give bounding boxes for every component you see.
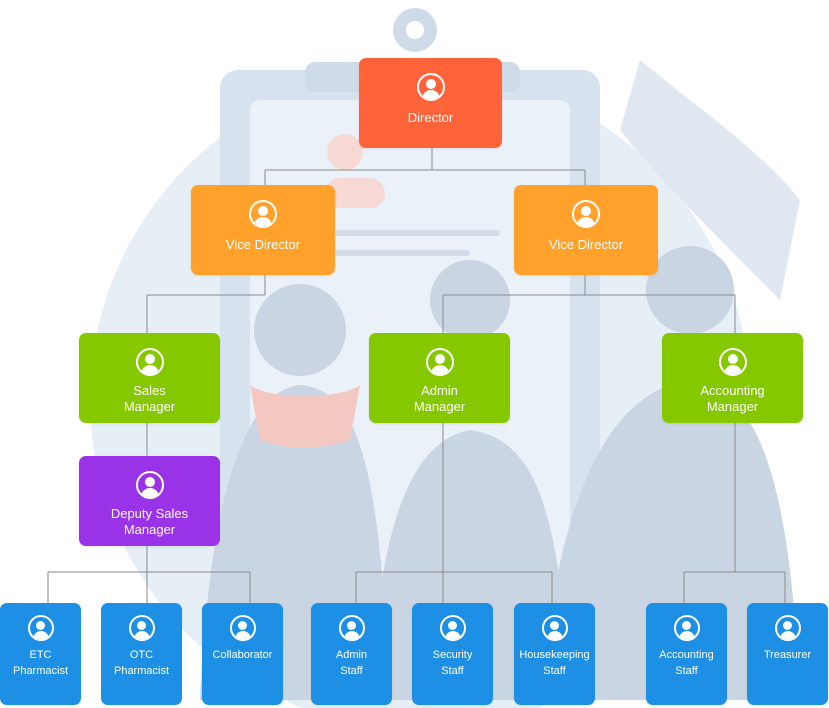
node-label: Housekeeping Staff [519, 649, 590, 677]
node-housekeeping-staff[interactable]: Housekeeping Staff [514, 603, 595, 705]
node-admin-staff[interactable]: Admin Staff [311, 603, 392, 705]
person-avatar-icon [718, 348, 747, 376]
node-label: Admin Staff [335, 649, 368, 677]
person-avatar-icon [249, 200, 277, 228]
person-avatar-icon [774, 615, 801, 641]
node-accounting-staff[interactable]: Accounting Staff [646, 603, 727, 705]
person-avatar-icon [135, 471, 164, 499]
node-label: Director [407, 110, 454, 125]
node-label: Accounting Staff [659, 649, 714, 677]
node-security-staff[interactable]: Security Staff [412, 603, 493, 705]
node-label: Security Staff [432, 649, 473, 677]
node-otc-pharmacist[interactable]: OTC Pharmacist [101, 603, 182, 705]
node-label: Admin Manager [413, 383, 466, 414]
person-avatar-icon [27, 615, 54, 641]
person-avatar-icon [439, 615, 466, 641]
node-label: Sales Manager [123, 383, 176, 414]
person-avatar-icon [673, 615, 700, 641]
node-label: Treasurer [763, 649, 812, 661]
node-treasurer[interactable]: Treasurer [747, 603, 828, 705]
person-avatar-icon [572, 200, 600, 228]
node-label: Deputy Sales Manager [110, 506, 189, 537]
person-avatar-icon [128, 615, 155, 641]
node-deputy-sales-manager[interactable]: Deputy Sales Manager [79, 456, 220, 546]
node-admin-manager[interactable]: Admin Manager [369, 333, 510, 423]
node-vice-director-right[interactable]: Vice Director [514, 185, 658, 275]
node-label: Vice Director [548, 237, 624, 252]
node-vice-director-left[interactable]: Vice Director [191, 185, 335, 275]
node-label: OTC Pharmacist [113, 649, 170, 677]
person-avatar-icon [229, 615, 256, 641]
node-collaborator[interactable]: Collaborator [202, 603, 283, 705]
node-label: Accounting Manager [700, 383, 765, 414]
node-label: Vice Director [225, 237, 301, 252]
person-avatar-icon [416, 73, 445, 101]
person-avatar-icon [425, 348, 454, 376]
node-label: Collaborator [212, 649, 273, 661]
node-sales-manager[interactable]: Sales Manager [79, 333, 220, 423]
node-etc-pharmacist[interactable]: ETC Pharmacist [0, 603, 81, 705]
person-avatar-icon [541, 615, 568, 641]
person-avatar-icon [338, 615, 365, 641]
node-accounting-manager[interactable]: Accounting Manager [662, 333, 803, 423]
node-label: ETC Pharmacist [12, 649, 69, 677]
person-avatar-icon [135, 348, 164, 376]
node-director[interactable]: Director [359, 58, 502, 148]
